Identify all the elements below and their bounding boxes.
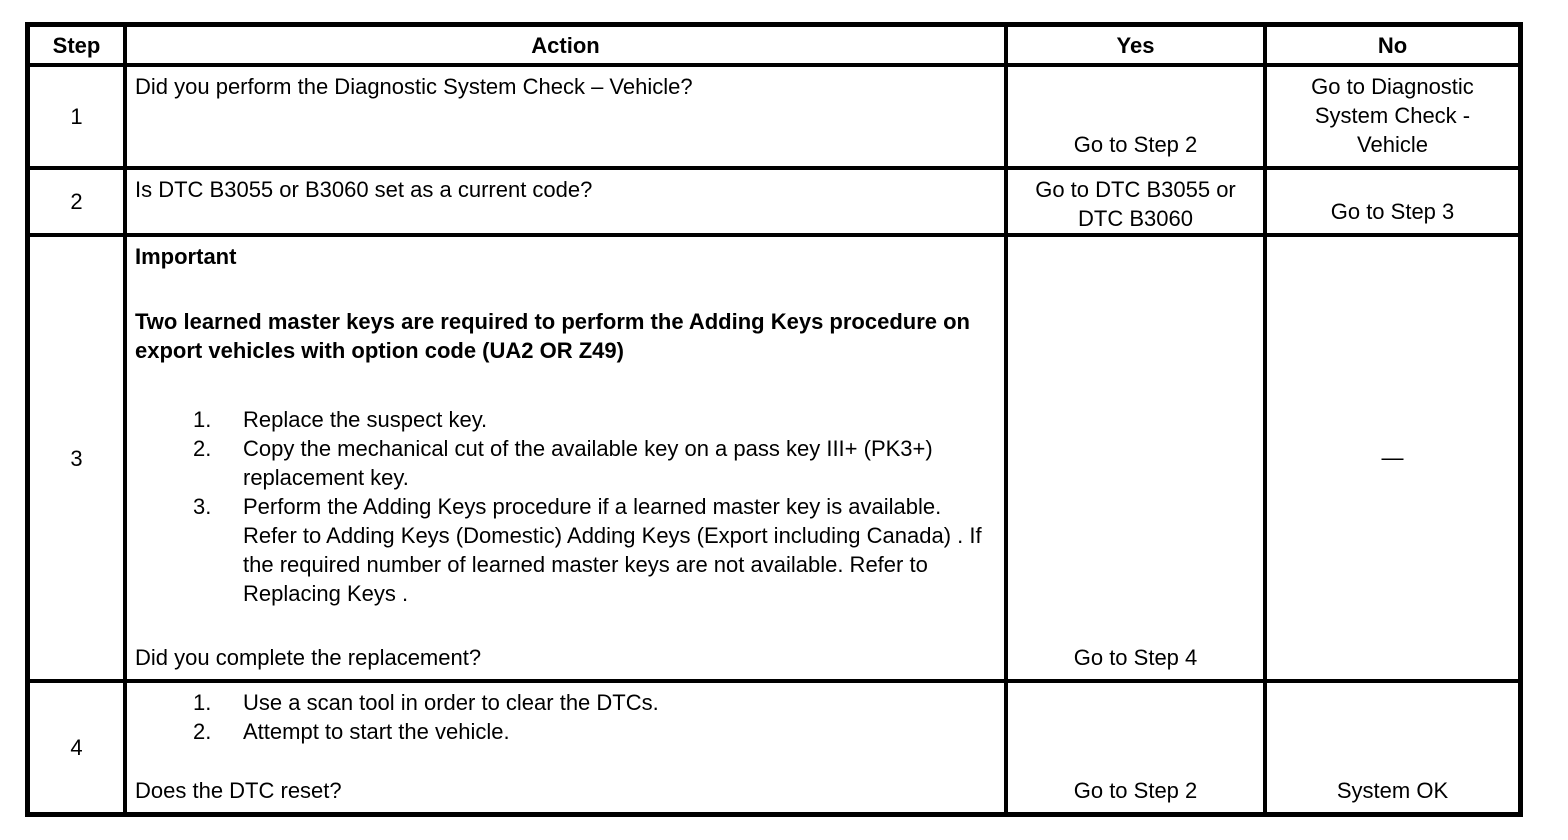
action-cell-3: Important Two learned master keys are re…	[127, 237, 1008, 683]
action-question: Is DTC B3055 or B3060 set as a current c…	[135, 177, 593, 202]
action-list: Replace the suspect key. Copy the mechan…	[135, 405, 996, 608]
action-question: Does the DTC reset?	[135, 778, 342, 803]
action-cell-4: Use a scan tool in order to clear the DT…	[127, 683, 1008, 812]
step-number: 3	[70, 445, 83, 471]
list-item: Copy the mechanical cut of the available…	[193, 434, 933, 490]
no-value-dash: —	[1381, 444, 1404, 470]
no-cell-1: Go to Diagnostic System Check - Vehicle	[1267, 67, 1518, 170]
step-cell-3: 3	[30, 237, 127, 683]
list-item: Replace the suspect key.	[193, 405, 488, 434]
action-cell-2: Is DTC B3055 or B3060 set as a current c…	[127, 170, 1008, 237]
column-header-step-label: Step	[52, 32, 101, 58]
yes-value: Go to Step 2	[1073, 778, 1198, 803]
no-cell-2: Go to Step 3	[1267, 170, 1518, 237]
yes-cell-4: Go to Step 2	[1008, 683, 1267, 812]
column-header-action-label: Action	[531, 32, 600, 58]
no-value: Go to Diagnostic System Check - Vehicle	[1311, 74, 1474, 157]
action-question: Did you complete the replacement?	[135, 645, 482, 670]
list-item: Use a scan tool in order to clear the DT…	[193, 688, 659, 717]
step-cell-4: 4	[30, 683, 127, 812]
important-label: Important	[135, 244, 237, 269]
step-number: 2	[70, 189, 83, 214]
yes-value: Go to Step 4	[1073, 645, 1198, 670]
no-cell-4: System OK	[1267, 683, 1518, 812]
action-list: Use a scan tool in order to clear the DT…	[135, 688, 996, 746]
step-cell-1: 1	[30, 67, 127, 170]
step-number: 4	[70, 735, 83, 760]
action-cell-1: Did you perform the Diagnostic System Ch…	[127, 67, 1008, 170]
column-header-no-label: No	[1377, 32, 1408, 58]
no-value: Go to Step 3	[1330, 199, 1455, 224]
no-value: System OK	[1336, 778, 1449, 803]
yes-cell-1: Go to Step 2	[1008, 67, 1267, 170]
important-text: Two learned master keys are required to …	[135, 309, 970, 363]
action-question: Did you perform the Diagnostic System Ch…	[135, 74, 693, 99]
column-header-yes: Yes	[1008, 27, 1267, 67]
step-cell-2: 2	[30, 170, 127, 237]
column-header-action: Action	[127, 27, 1008, 67]
diagnostic-table: Step Action Yes No 1 Did you perform the…	[25, 22, 1523, 817]
yes-cell-2: Go to DTC B3055 or DTC B3060	[1008, 170, 1267, 237]
column-header-no: No	[1267, 27, 1518, 67]
list-item: Perform the Adding Keys procedure if a l…	[193, 492, 982, 606]
step-number: 1	[70, 104, 83, 129]
column-header-yes-label: Yes	[1116, 32, 1155, 58]
no-cell-3: —	[1267, 237, 1518, 683]
yes-value: Go to Step 2	[1073, 132, 1198, 157]
list-item: Attempt to start the vehicle.	[193, 717, 510, 746]
column-header-step: Step	[30, 27, 127, 67]
yes-value: Go to DTC B3055 or DTC B3060	[1035, 177, 1236, 231]
yes-cell-3: Go to Step 4	[1008, 237, 1267, 683]
